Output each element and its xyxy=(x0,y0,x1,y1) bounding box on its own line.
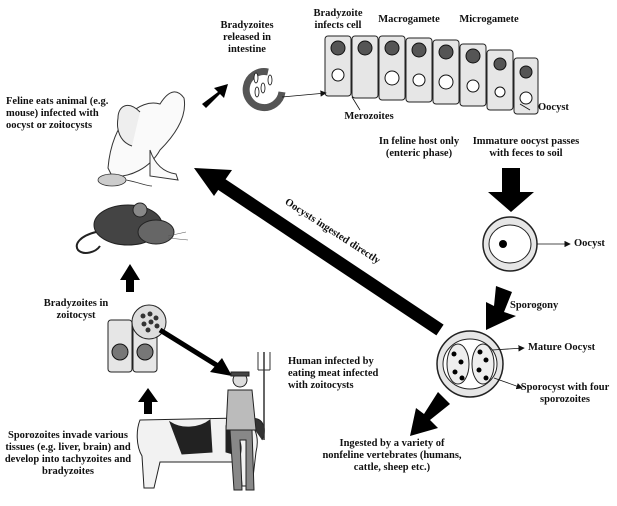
arrow-zoitocyst-to-rat xyxy=(120,264,140,292)
intestinal-epithelium xyxy=(325,36,538,114)
label-sporocyst-four-sporozoites: Sporocyst with four sporozoites xyxy=(516,382,614,406)
label-mature-oocyst: Mature Oocyst xyxy=(528,342,608,354)
label-sporozoites-invade: Sporozoites invade various tissues (e.g.… xyxy=(4,430,132,478)
label-oocyst-mid: Oocyst xyxy=(574,238,616,250)
oocyst-unsporulated xyxy=(483,217,537,271)
label-bradyzoites-released: Bradyzoites released in intestine xyxy=(214,20,280,56)
arrow-oocysts-ingested-directly xyxy=(194,168,440,330)
arrow-cow-to-zoitocyst xyxy=(138,388,158,414)
label-merozoites: Merozoites xyxy=(336,111,402,123)
label-macrogamete: Macrogamete xyxy=(372,14,446,26)
label-ingested-by-vertebrates: Ingested by a variety of nonfeline verte… xyxy=(322,438,462,474)
label-bradyzoites-in-zoitocyst: Bradyzoites in zoitocyst xyxy=(40,298,112,322)
label-feline-host-only: In feline host only (enteric phase) xyxy=(374,136,464,160)
cat-illustration xyxy=(108,92,185,180)
label-bradyzoite-infects-cell: Bradyzoite infects cell xyxy=(306,8,370,32)
oocyst-mature xyxy=(437,331,503,397)
arrow-cat-to-intestine xyxy=(202,84,228,108)
rat-illustration xyxy=(77,203,188,253)
label-immature-oocyst: Immature oocyst passes with feces to soi… xyxy=(472,136,580,160)
arrow-feces-to-soil xyxy=(488,168,534,212)
label-sporogony: Sporogony xyxy=(510,300,574,312)
bradyzoite-cyst xyxy=(246,72,282,108)
label-oocyst-top: Oocyst xyxy=(538,102,588,114)
label-feline-eats-animal: Feline eats animal (e.g. mouse) infected… xyxy=(6,96,112,132)
arrow-zoitocyst-to-human xyxy=(160,330,218,366)
arrow-ingested-by-vertebrates xyxy=(410,392,450,436)
zoitocyst-cells xyxy=(108,305,166,372)
label-human-infected: Human infected by eating meat infected w… xyxy=(288,356,388,392)
farmer-illustration xyxy=(226,352,270,490)
label-microgamete: Microgamete xyxy=(452,14,526,26)
